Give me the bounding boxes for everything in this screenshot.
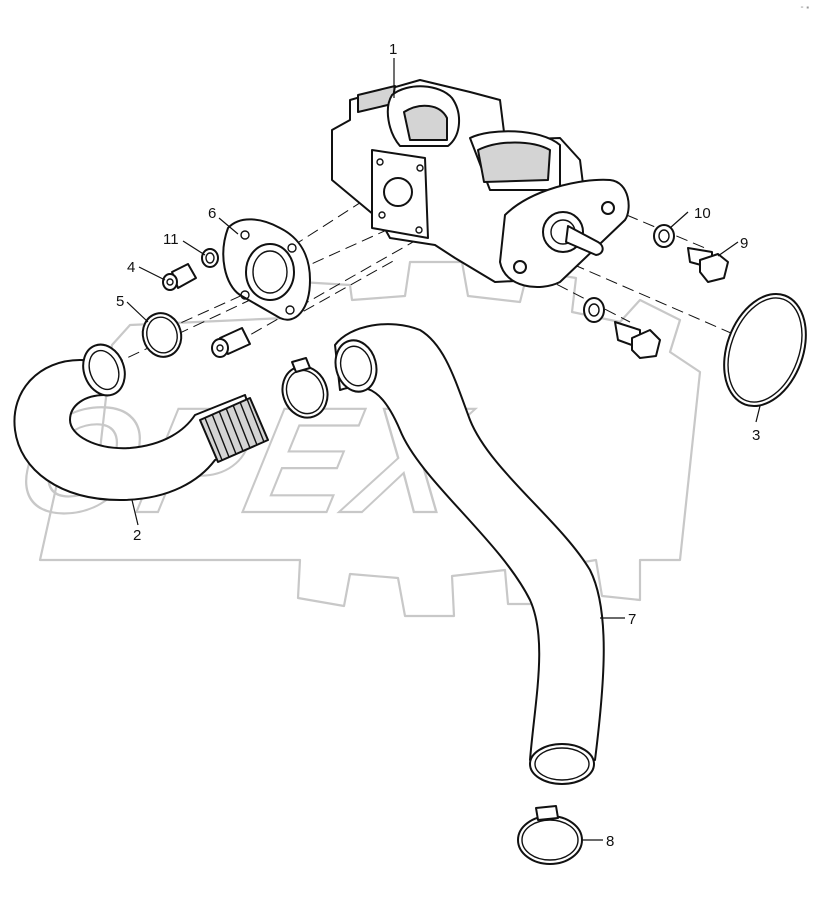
cap-screw-lower (211, 327, 251, 358)
leader-lines (126, 58, 761, 841)
washer-small (201, 248, 219, 268)
callout-11: 11 (163, 231, 179, 248)
hex-bolt-lower (614, 321, 661, 359)
callout-7: 7 (628, 611, 636, 628)
callout-1: 1 (389, 41, 397, 58)
corner-mark: ⁃ ▪ (800, 3, 809, 12)
flange (222, 218, 311, 321)
callouts: 1 2 3 4 5 6 7 8 9 10 11 (116, 41, 760, 850)
callout-10: 10 (694, 205, 711, 222)
return-hose (334, 323, 605, 785)
callout-8: 8 (606, 833, 614, 850)
cap-screw-upper (162, 263, 197, 291)
callout-9: 9 (740, 235, 748, 252)
suction-hose (13, 343, 269, 501)
hose-clamp-lower (517, 805, 583, 865)
callout-5: 5 (116, 293, 124, 310)
callout-3: 3 (752, 427, 760, 444)
o-ring-small (141, 312, 183, 358)
hex-bolt-right (687, 247, 729, 283)
callout-4: 4 (127, 259, 135, 276)
hose-clamp-upper (281, 357, 329, 419)
callout-6: 6 (208, 205, 216, 222)
o-ring-large (723, 292, 807, 408)
watermark-gear-outline (38, 260, 702, 618)
gear-pump-assembly (331, 79, 630, 289)
washer-right (653, 224, 675, 248)
washer-lower (583, 297, 605, 323)
callout-2: 2 (133, 527, 141, 544)
